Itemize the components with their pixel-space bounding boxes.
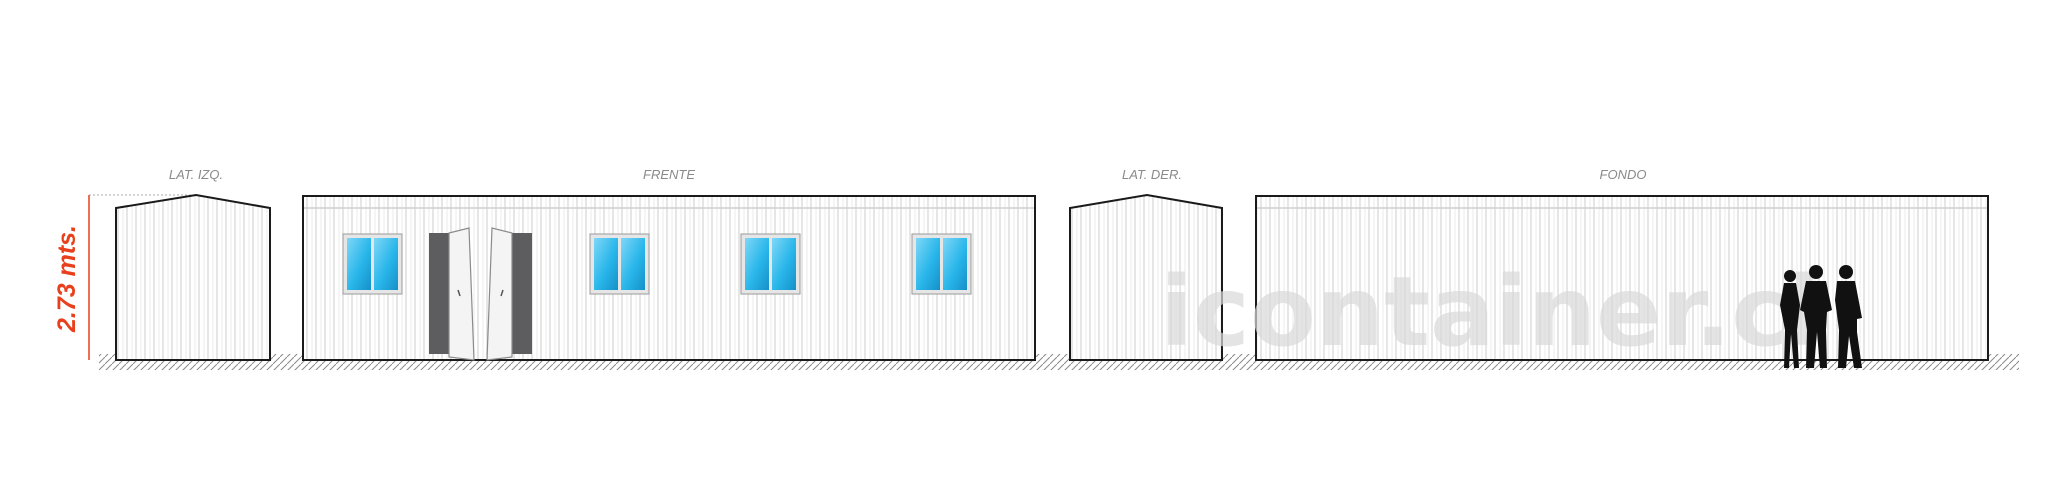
window (911, 233, 972, 295)
window (589, 233, 650, 295)
right-side-elevation: LAT. DER. (1069, 167, 1223, 361)
window (342, 233, 403, 295)
window (740, 233, 801, 295)
height-label: 2.73 mts. (53, 225, 81, 333)
label-back: FONDO (1600, 167, 1647, 182)
watermark: icontainer.cl (1160, 256, 1821, 368)
label-right-side: LAT. DER. (1122, 167, 1182, 182)
label-front: FRENTE (643, 167, 695, 182)
label-left-side: LAT. IZQ. (169, 167, 223, 182)
people-silhouettes (1780, 265, 1862, 368)
height-dimension: 2.73 mts. (53, 194, 198, 360)
front-elevation: FRENTE (302, 167, 1036, 361)
back-elevation: FONDO (1255, 167, 1989, 361)
double-door (429, 227, 532, 361)
left-side-elevation: LAT. IZQ. (115, 167, 271, 361)
